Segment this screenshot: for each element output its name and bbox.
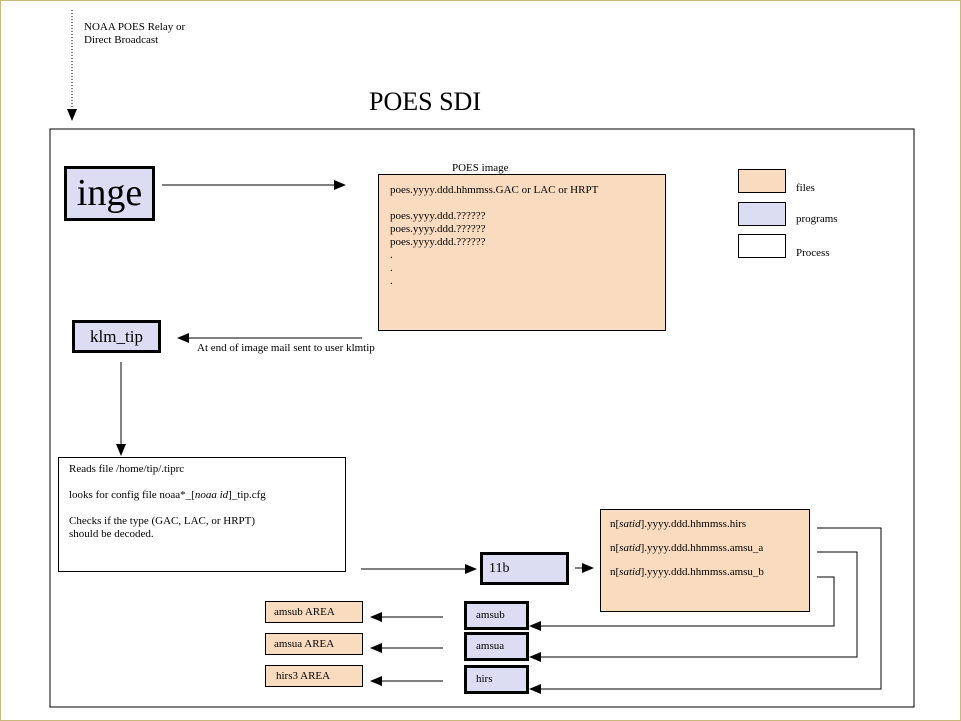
legend-process-swatch <box>738 234 786 258</box>
file-prefix: n[ <box>610 518 620 530</box>
image-line: . <box>390 249 393 261</box>
image-file-list: poes.yyyy.ddd.hhmmss.GAC or LAC or HRPT … <box>390 184 665 288</box>
image-line: . <box>390 275 393 287</box>
klm-tip-note: At end of image mail sent to user klmtip <box>197 342 375 354</box>
image-line: . <box>390 262 393 274</box>
hirs-program-box: hirs <box>464 665 529 694</box>
image-line: poes.yyyy.ddd.?????? <box>390 223 486 235</box>
l1b-program-box: 11b <box>480 552 569 585</box>
source-line-1: NOAA POES Relay or <box>84 21 186 33</box>
level1-file-amsu-a: n[satid].yyyy.ddd.hhmmss.amsu_a <box>610 542 809 566</box>
level1-file-amsu-b: n[satid].yyyy.ddd.hhmmss.amsu_b <box>610 566 809 590</box>
file-prefix: n[ <box>610 566 620 578</box>
file-suffix: ].yyyy.ddd.hhmmss.amsu_a <box>640 542 764 554</box>
level1-files-box: n[satid].yyyy.ddd.hhmmss.hirs n[satid].y… <box>600 509 810 612</box>
process-step-read: Reads file /home/tip/.tiprc <box>69 463 185 475</box>
source-line-2: Direct Broadcast <box>84 34 159 46</box>
file-suffix: ].yyyy.ddd.hhmmss.amsu_b <box>640 566 764 578</box>
klm-tip-program-box: klm_tip <box>72 320 161 353</box>
process-step-check: Checks if the type (GAC, LAC, or HRPT) <box>69 515 256 527</box>
hirs3-area-file-box: hirs3 AREA <box>265 665 363 687</box>
image-line: poes.yyyy.ddd.hhmmss.GAC or LAC or HRPT <box>390 184 599 196</box>
ingest-program-box: inge <box>64 166 155 221</box>
level1-file-hirs: n[satid].yyyy.ddd.hhmmss.hirs <box>610 518 809 542</box>
amsua-file-arrow <box>529 551 858 662</box>
poes-sdi-boundary <box>49 128 915 708</box>
config-text-suffix: ]_tip.cfg <box>228 489 266 501</box>
amsub-area-file-box: amsub AREA <box>265 601 363 623</box>
amsub-program-box: amsub <box>464 601 529 630</box>
file-satid: satid <box>619 566 641 578</box>
hirs-file-arrow <box>529 527 882 694</box>
tiprc-process-box: Reads file /home/tip/.tiprc looks for co… <box>58 457 346 572</box>
file-satid: satid <box>619 542 641 554</box>
image-line: poes.yyyy.ddd.?????? <box>390 236 486 248</box>
config-text-noaa-id: noaa id <box>194 489 229 501</box>
diagram-title: POES SDI <box>369 87 481 116</box>
process-spacer <box>69 502 345 515</box>
file-satid: satid <box>619 518 641 530</box>
legend-files-swatch <box>738 169 786 193</box>
amsub-file-arrow <box>529 576 835 631</box>
file-prefix: n[ <box>610 542 620 554</box>
image-line: poes.yyyy.ddd.?????? <box>390 210 486 222</box>
poes-image-file-box: poes.yyyy.ddd.hhmmss.GAC or LAC or HRPT … <box>378 174 666 331</box>
legend-programs-swatch <box>738 202 786 226</box>
process-spacer <box>69 476 345 489</box>
process-step-decode: should be decoded. <box>69 528 154 540</box>
source-label: NOAA POES Relay or Direct Broadcast <box>84 21 185 47</box>
legend-files-label: files <box>796 182 815 194</box>
image-caption: POES image <box>452 162 509 174</box>
amsua-program-box: amsua <box>464 632 529 661</box>
file-suffix: ].yyyy.ddd.hhmmss.hirs <box>640 518 747 530</box>
legend-process-label: Process <box>796 247 830 259</box>
config-text-prefix: looks for config file noaa*_[ <box>69 489 195 501</box>
amsua-area-file-box: amsua AREA <box>265 633 363 655</box>
process-step-config: looks for config file noaa*_[noaa id]_ti… <box>69 489 345 502</box>
image-line <box>390 197 665 210</box>
legend-programs-label: programs <box>796 213 838 225</box>
